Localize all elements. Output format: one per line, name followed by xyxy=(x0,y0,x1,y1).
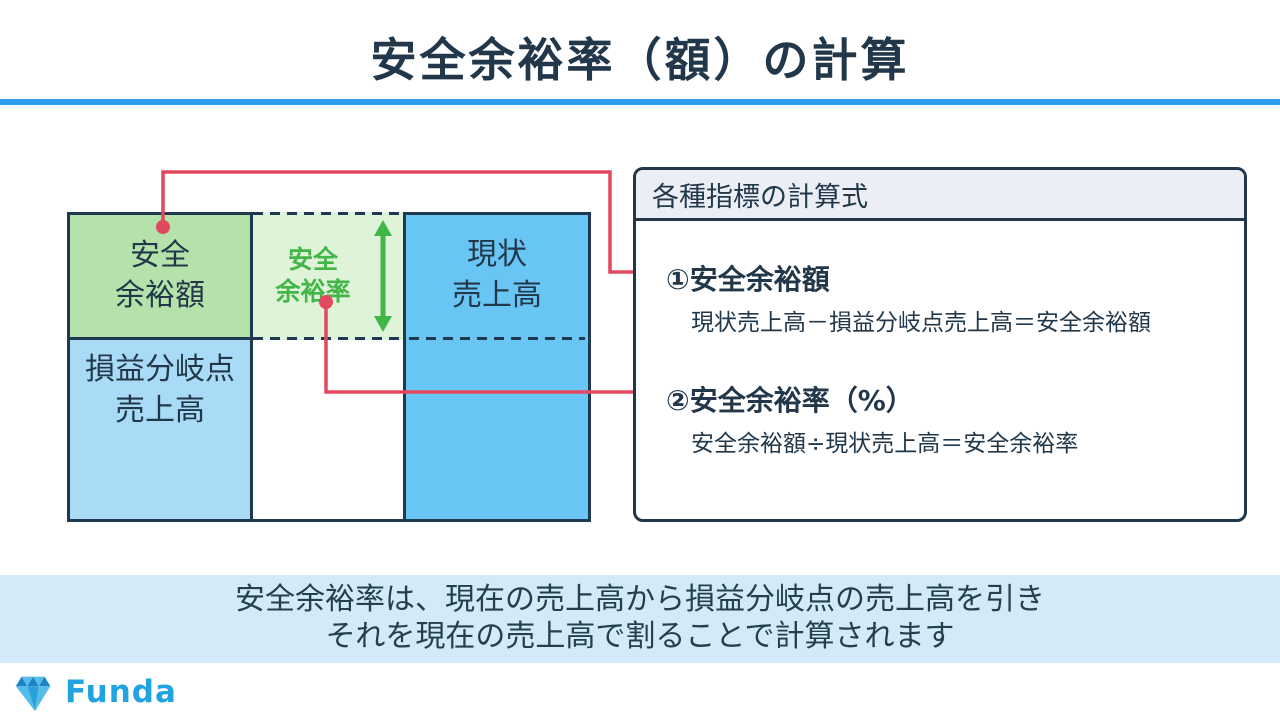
current-sales-cell: 現状 売上高 xyxy=(403,212,591,522)
page-title: 安全余裕率（額）の計算 xyxy=(370,33,910,87)
current-sales-label-line1: 現状 xyxy=(467,237,527,272)
safety-margin-rate-label-line1: 安全 xyxy=(287,244,338,274)
formula-panel-header: 各種指標の計算式 xyxy=(636,170,1244,221)
breakeven-sales-label-line2: 売上高 xyxy=(115,392,205,428)
rate-range-arrow-icon xyxy=(374,220,392,332)
gem-icon xyxy=(15,676,51,712)
formula-text-rate: 安全余裕額÷現状売上高＝安全余裕率 xyxy=(691,431,1079,457)
rate-cell-bottom-dashed-border xyxy=(253,337,403,340)
funda-logo: Funda xyxy=(12,668,177,716)
breakeven-sales-cell: 損益分岐点 売上高 xyxy=(67,340,253,522)
current-sales-dashed-divider xyxy=(409,337,585,340)
footer-note-line2: それを現在の売上高で割ることで計算されます xyxy=(325,619,955,654)
margin-diagram: 安全 余裕額 損益分岐点 売上高 安全 余裕率 現状 売上高 xyxy=(67,212,591,522)
safety-margin-amount-label-line2: 余裕額 xyxy=(115,278,205,313)
current-sales-label-line2: 売上高 xyxy=(452,277,542,313)
formula-panel-header-label: 各種指標の計算式 xyxy=(652,181,868,213)
white-spacer-cell xyxy=(253,340,403,522)
safety-margin-amount-label-line1: 安全 xyxy=(130,237,190,273)
safety-margin-rate-cell: 安全 余裕率 xyxy=(253,212,403,340)
footer-note: 安全余裕率は、現在の売上高から損益分岐点の売上高を引き それを現在の売上高で割る… xyxy=(0,575,1280,663)
formula-heading-amount: ①安全余裕額 xyxy=(666,263,830,296)
safety-margin-amount-cell: 安全 余裕額 xyxy=(67,212,253,340)
footer-note-line1: 安全余裕率は、現在の売上高から損益分岐点の売上高を引き xyxy=(235,582,1045,618)
formula-text-amount: 現状売上高－損益分岐点売上高＝安全余裕額 xyxy=(691,310,1151,336)
formula-panel: 各種指標の計算式 ①安全余裕額 現状売上高－損益分岐点売上高＝安全余裕額 ②安全… xyxy=(633,167,1247,522)
logo-text: Funda xyxy=(65,674,177,710)
title-underline xyxy=(0,99,1280,105)
safety-margin-rate-label-line2: 余裕率 xyxy=(275,277,351,306)
safety-margin-rate-label: 安全 余裕率 xyxy=(255,212,371,340)
formula-heading-rate: ②安全余裕率（%） xyxy=(666,384,914,417)
rate-cell-top-dashed-border xyxy=(253,212,403,215)
breakeven-sales-label-line1: 損益分岐点 xyxy=(85,352,235,387)
